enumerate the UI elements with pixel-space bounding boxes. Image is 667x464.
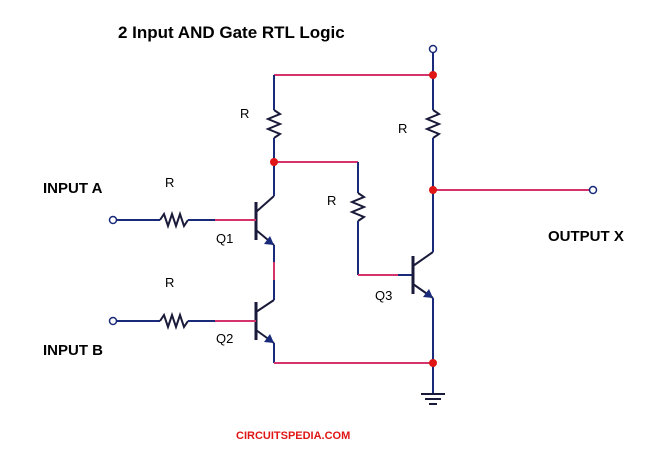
transistor-q1 (254, 162, 275, 246)
input-b-line (108, 311, 256, 331)
credit-text: CIRCUITSPEDIA.COM (236, 430, 350, 442)
junction-dot (429, 71, 437, 79)
label-r-input-b: R (165, 275, 174, 290)
label-r-base-q3: R (327, 193, 336, 208)
vcc-terminal (428, 44, 438, 75)
junction-dots (270, 71, 437, 367)
label-r-input-a: R (165, 175, 174, 190)
output-terminal (588, 185, 598, 195)
input-a-line (108, 210, 256, 230)
label-input-b: INPUT B (43, 342, 103, 359)
junction-dot (429, 186, 437, 194)
resistor-base-q3 (349, 162, 367, 275)
transistor-q3 (411, 190, 434, 299)
label-r-top-q1: R (240, 106, 249, 121)
resistor-collector-q3 (424, 75, 442, 190)
junction-dot (270, 158, 278, 166)
resistor-input-a (159, 210, 189, 230)
transistor-q2 (254, 299, 275, 344)
label-q3: Q3 (375, 288, 392, 303)
input-b-terminal (108, 316, 118, 326)
label-output-x: OUTPUT X (548, 228, 624, 245)
label-r-top-q3: R (398, 121, 407, 136)
label-q2: Q2 (216, 331, 233, 346)
resistor-input-b (159, 311, 189, 331)
input-a-terminal (108, 215, 118, 225)
diagram-title: 2 Input AND Gate RTL Logic (118, 23, 345, 42)
resistor-collector-q1 (265, 75, 283, 162)
label-q1: Q1 (216, 231, 233, 246)
label-input-a: INPUT A (43, 180, 103, 197)
ground-icon (421, 363, 445, 405)
junction-dot (429, 359, 437, 367)
